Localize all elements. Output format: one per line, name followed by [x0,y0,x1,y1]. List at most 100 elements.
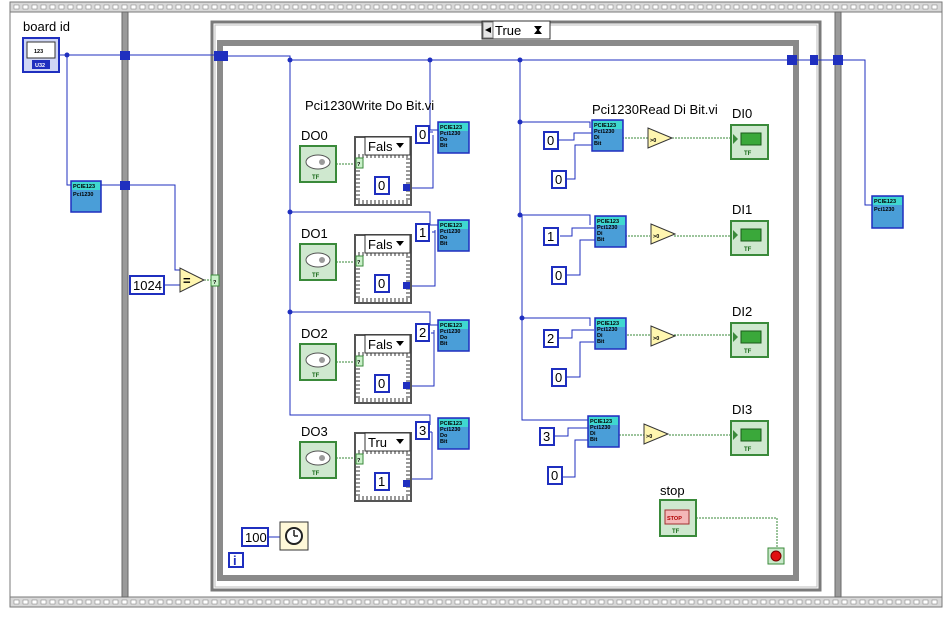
do-boolean-control[interactable]: TF [299,145,337,183]
greater-than-zero-node[interactable]: >0 [643,423,670,445]
greater-than-zero-node[interactable]: >0 [650,223,677,245]
stop-control[interactable]: stop STOP TF [659,483,697,537]
dropdown-arrows-icon[interactable] [534,26,542,31]
do-control-label: DO2 [301,326,328,341]
subvi-text: Bit [597,237,605,243]
inner-constant-value: 0 [378,178,385,193]
dropdown-arrows-icon[interactable] [396,143,404,148]
inner-constant[interactable]: 0 [374,176,390,195]
right-subvi[interactable]: PCIE123 Pci1230 [871,195,904,229]
subvi-text: Pci1230 [590,425,611,431]
subvi-text: PCIE123 [440,125,462,131]
do-index-constant[interactable]: 3 [415,421,430,440]
subvi-text: Do [440,235,448,241]
do-boolean-control[interactable]: TF [299,343,337,381]
di-zero-value: 0 [551,468,558,483]
do-index-constant[interactable]: 1 [415,223,430,242]
subvi-text: Do [440,137,448,143]
dropdown-arrows-icon[interactable] [396,241,404,246]
di-index-constant[interactable]: 3 [539,427,555,446]
di-zero-constant[interactable]: 0 [547,466,563,485]
subvi-text: PCIE123 [440,323,462,329]
case-selector-mark: ? [213,280,217,286]
right-subvi-line2: Pci1230 [874,207,895,213]
wait-constant[interactable]: 100 [241,527,269,547]
stop-label: stop [660,483,685,498]
boolean-wires [204,137,778,548]
dropdown-arrows-icon[interactable] [396,439,404,444]
subvi-text: Bit [440,241,448,247]
metronome-wait-icon[interactable] [279,521,309,551]
inner-case-value: Fals [368,139,393,154]
do-control-label: DO0 [301,128,328,143]
inner-constant[interactable]: 0 [374,374,390,393]
inner-case-selector[interactable]: Fals [364,334,411,354]
inner-selector-mark: ? [357,162,361,168]
while-loop [214,40,799,581]
do-index-constant[interactable]: 2 [415,323,430,342]
di-zero-value: 0 [555,370,562,385]
di-index-constant[interactable]: 1 [543,227,559,246]
di-index-constant[interactable]: 2 [543,329,559,348]
inner-constant[interactable]: 1 [374,472,390,491]
equal-operator: = [183,273,191,288]
do-index-constant[interactable]: 0 [415,125,430,144]
left-subvi[interactable]: PCIE123 Pci1230 [70,180,102,213]
case-selector[interactable]: True [481,20,551,40]
stop-tf: TF [672,529,680,535]
do-boolean-control[interactable]: TF [299,441,337,479]
di-index-constant[interactable]: 0 [543,131,559,150]
di-zero-value: 0 [555,172,562,187]
inner-constant-value: 0 [378,376,385,391]
do-boolean-control[interactable]: TF [299,243,337,281]
subvi-text: Pci1230 [440,131,461,137]
write-section-title: Pci1230Write Do Bit.vi [305,98,434,113]
inner-case-value: Fals [368,337,393,352]
greater-than-zero-node[interactable]: >0 [647,127,674,149]
compare-constant[interactable]: 1024 [129,275,165,295]
subvi-text: Pci1230 [440,229,461,235]
subvi-text: PCIE123 [597,219,619,225]
do-tf: TF [312,471,320,477]
stop-button-text: STOP [667,516,682,522]
do-control-label: DO3 [301,424,328,439]
case-structure [210,20,822,592]
do-tf: TF [312,175,320,181]
equal-compare-node[interactable]: = [179,267,206,293]
di-indicator-label: DI0 [732,106,752,121]
dropdown-arrows-icon[interactable] [396,341,404,346]
di-zero-constant[interactable]: 0 [551,170,567,189]
compare-op: >0 [653,234,659,240]
di-zero-value: 0 [555,268,562,283]
subvi-text: PCIE123 [594,123,616,129]
di-zero-constant[interactable]: 0 [551,368,567,387]
board-id-control[interactable]: board id 123 U32 [22,19,70,73]
subvi-text: PCIE123 [440,223,462,229]
inner-case-selector[interactable]: Fals [364,234,411,254]
inner-constant[interactable]: 0 [374,274,390,293]
di-zero-constant[interactable]: 0 [551,266,567,285]
board-id-terminal-text: 123 [34,49,43,55]
di-indicator-label: DI2 [732,304,752,319]
wait-constant-value: 100 [245,530,267,545]
inner-case-selector[interactable]: Tru [364,432,411,452]
subvi-text: Bit [440,143,448,149]
greater-than-zero-node[interactable]: >0 [650,325,677,347]
inner-case-selector[interactable]: Fals [364,136,411,156]
subvi-text: Pci1230 [594,129,615,135]
subvi-text: Pci1230 [440,427,461,433]
case-selector-value: True [495,23,521,38]
